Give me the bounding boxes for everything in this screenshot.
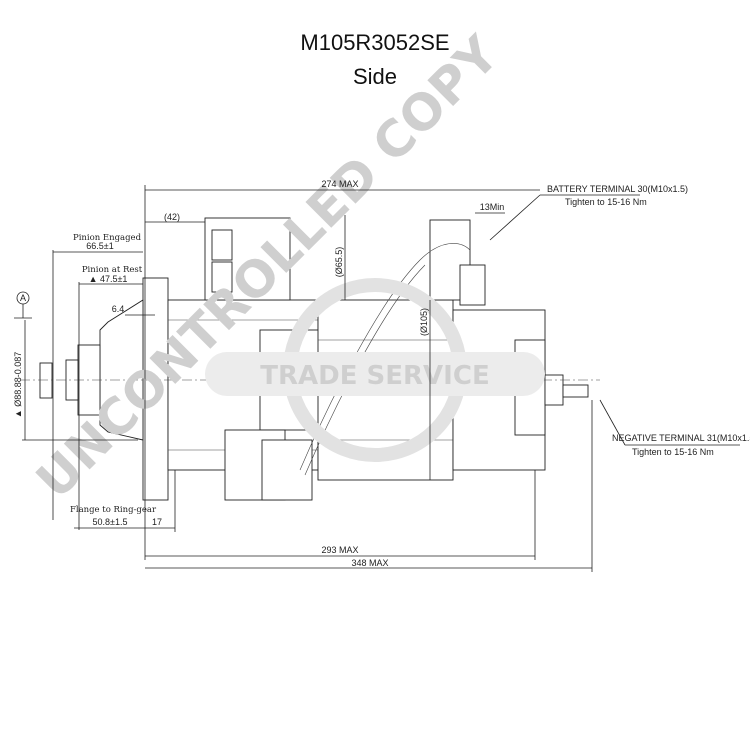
dimension-lines [14,185,740,572]
battery-terminal-callout: BATTERY TERMINAL 30(M10x1.5) [547,184,688,194]
watermark-logo: TRADE SERVICE [260,361,489,391]
negative-torque-callout: Tighten to 15-16 Nm [632,447,714,457]
pinion-gap-value: 6.4 [112,304,125,314]
dim-274-max: 274 MAX [321,179,358,189]
flange-thickness-value: 17 [152,517,162,527]
flange-label: Flange to Ring-gear [70,505,157,515]
pinion-engaged-value: 66.5±1 [86,241,113,251]
watermark-logo-band [205,352,545,396]
part-number-title: M105R3052SE [300,30,450,55]
view-title: Side [352,64,398,89]
datum-a-label: A [20,293,26,303]
terminal-clearance-value: 13Min [480,202,505,212]
motor-diameter-value: (Ø105) [419,308,429,336]
dim-348-max: 348 MAX [351,558,388,568]
pinion-diameter-value: ▲ Ø88.88-0.087 [13,352,23,418]
flange-value: 50.8±1.5 [93,517,128,527]
negative-terminal-callout: NEGATIVE TERMINAL 31(M10x1.5) [612,433,750,443]
pinion-rest-label: Pinion at Rest [82,265,143,275]
dim-42: (42) [164,212,180,222]
battery-torque-callout: Tighten to 15-16 Nm [565,197,647,207]
pinion-rest-value: ▲ 47.5±1 [89,274,128,284]
dim-293-max: 293 MAX [321,545,358,555]
solenoid-diameter-value: (Ø65.5) [334,247,344,278]
pinion-engaged-label: Pinion Engaged [73,233,142,243]
